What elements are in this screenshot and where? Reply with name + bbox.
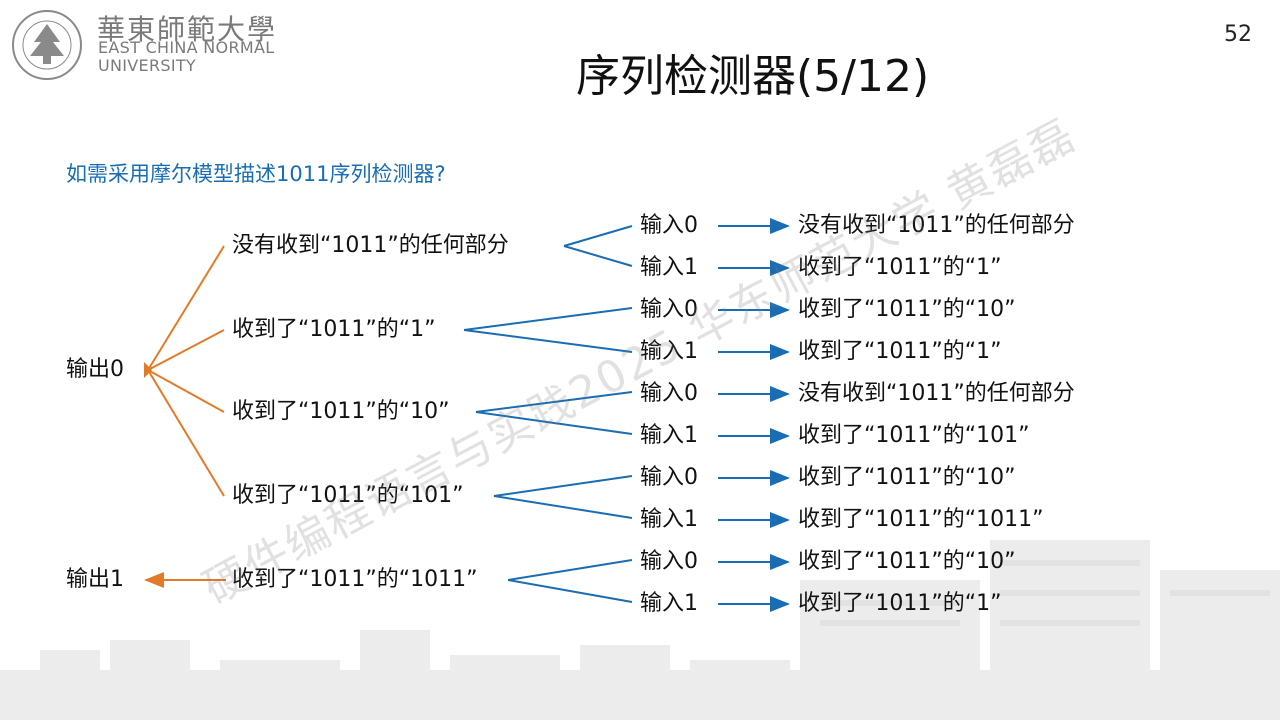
output-0-label: 输出0	[66, 357, 124, 382]
next-state-label: 收到了“1011”的“1011”	[798, 507, 1044, 532]
fan-line-state-1	[147, 329, 225, 371]
page-number: 52	[1224, 22, 1252, 47]
university-seal-logo	[12, 10, 82, 80]
next-state-label: 没有收到“1011”的任何部分	[798, 213, 1075, 238]
branch-line	[475, 411, 633, 435]
logo-chinese-name: 華東師範大學	[97, 13, 278, 46]
input-label: 输入0	[640, 549, 698, 574]
next-state-label: 收到了“1011”的“1”	[798, 255, 1002, 280]
branch-line	[493, 495, 633, 519]
branch-line	[463, 307, 633, 331]
fan-origin-marker	[144, 362, 152, 378]
input-label: 输入1	[640, 339, 698, 364]
campus-skyline-background	[0, 540, 1280, 720]
branch-line	[563, 245, 633, 267]
branch-line	[463, 329, 633, 353]
next-state-label: 收到了“1011”的“10”	[798, 465, 1016, 490]
state-2-label: 收到了“1011”的“10”	[232, 399, 450, 424]
next-state-label: 收到了“1011”的“1”	[798, 339, 1002, 364]
next-state-label: 收到了“1011”的“10”	[798, 549, 1016, 574]
next-state-label: 收到了“1011”的“1”	[798, 591, 1002, 616]
input-label: 输入0	[640, 213, 698, 238]
input-label: 输入0	[640, 297, 698, 322]
input-label: 输入0	[640, 465, 698, 490]
fan-line-state-0	[147, 245, 225, 371]
logo-english-name: EAST CHINA NORMAL UNIVERSITY	[98, 39, 274, 75]
state-1-label: 收到了“1011”的“1”	[232, 317, 436, 342]
logo-english-line1: EAST CHINA NORMAL	[98, 38, 275, 57]
branch-line	[475, 391, 633, 413]
state-0-label: 没有收到“1011”的任何部分	[232, 233, 509, 258]
branch-line	[563, 225, 633, 247]
fan-line-state-3	[147, 369, 225, 497]
output-1-label: 输出1	[66, 567, 124, 592]
branch-line	[507, 559, 633, 581]
next-state-label: 没有收到“1011”的任何部分	[798, 381, 1075, 406]
logo-english-line2: UNIVERSITY	[98, 56, 196, 75]
input-label: 输入1	[640, 591, 698, 616]
state-4-label: 收到了“1011”的“1011”	[232, 567, 478, 592]
slide-title: 序列检测器(5/12)	[576, 51, 930, 102]
next-state-label: 收到了“1011”的“10”	[798, 297, 1016, 322]
branch-line	[507, 579, 633, 603]
state-3-label: 收到了“1011”的“101”	[232, 483, 464, 508]
next-state-label: 收到了“1011”的“101”	[798, 423, 1030, 448]
question-text: 如需采用摩尔模型描述1011序列检测器?	[66, 162, 446, 186]
input-label: 输入1	[640, 507, 698, 532]
input-label: 输入1	[640, 423, 698, 448]
fan-line-state-2	[147, 369, 225, 413]
input-label: 输入1	[640, 255, 698, 280]
input-label: 输入0	[640, 381, 698, 406]
branch-line	[493, 475, 633, 497]
